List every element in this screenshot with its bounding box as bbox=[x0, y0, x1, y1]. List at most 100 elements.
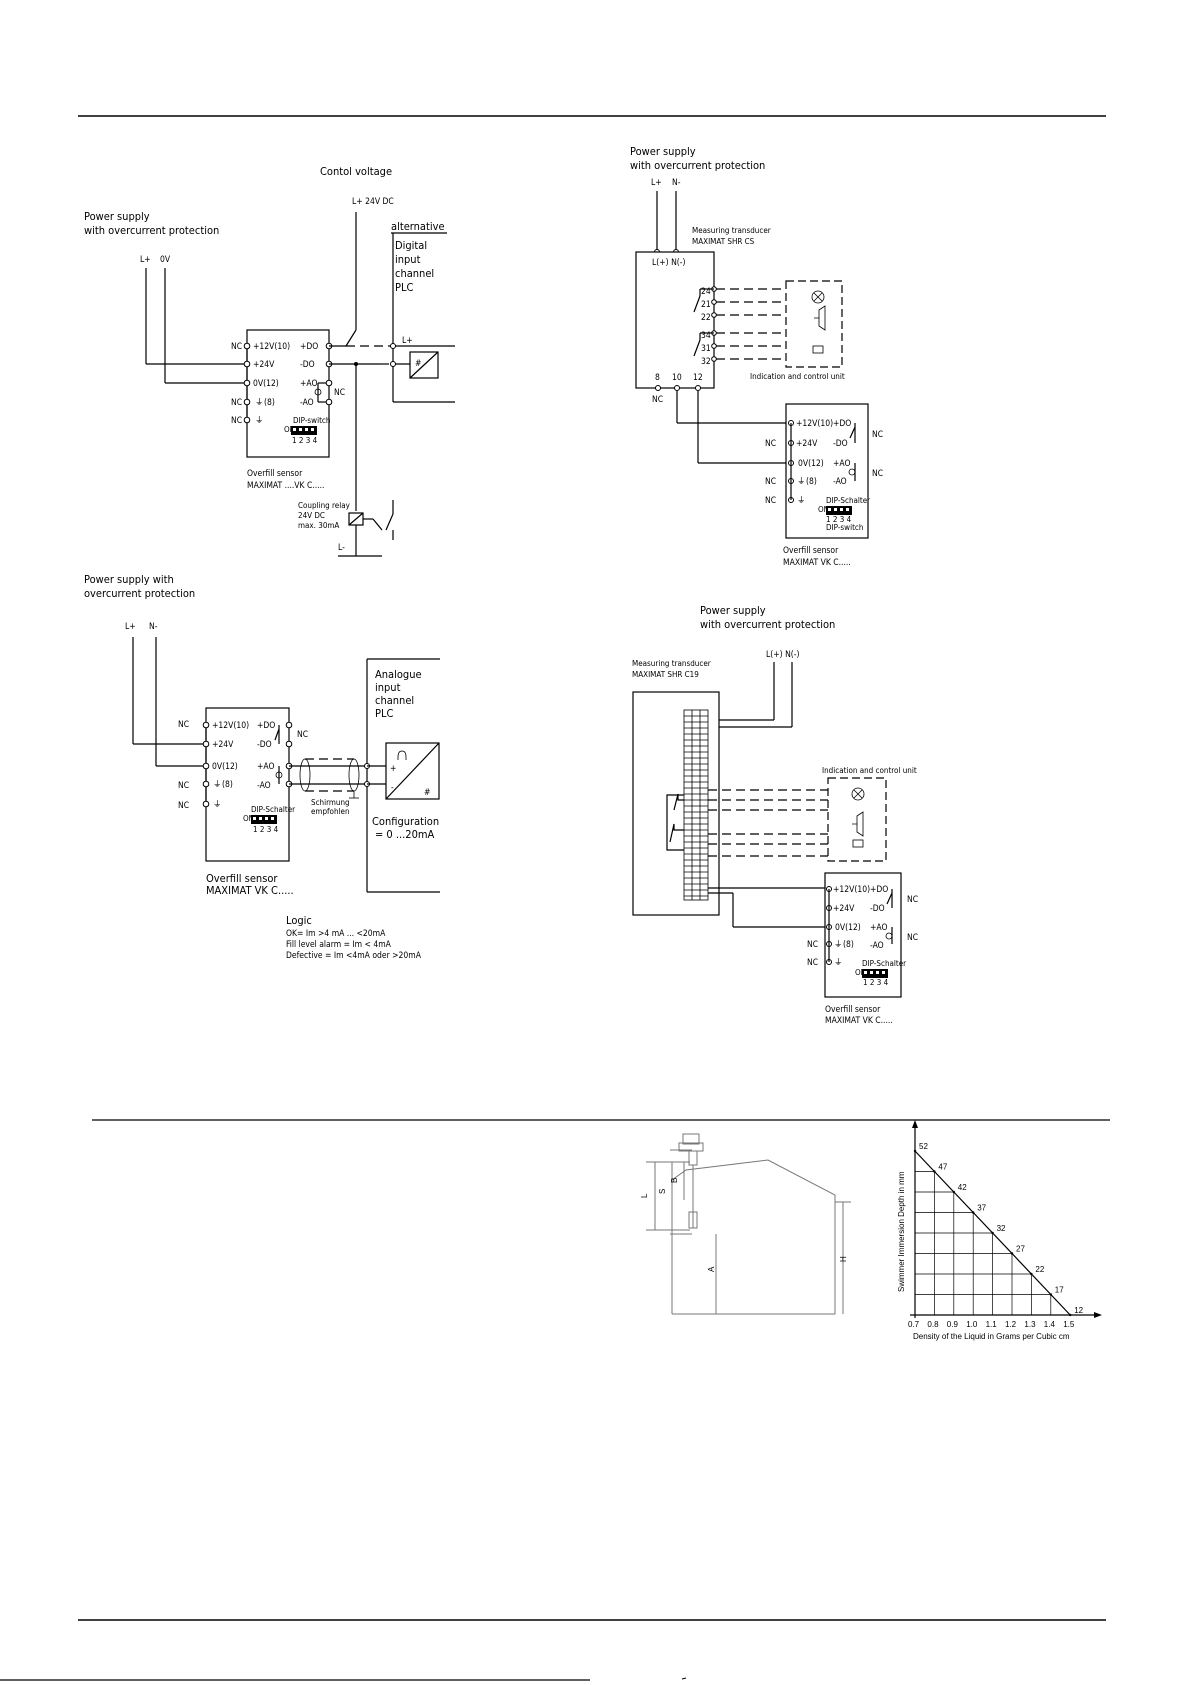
svg-text:1 2 3 4: 1 2 3 4 bbox=[253, 825, 279, 834]
svg-text:+24V: +24V bbox=[796, 439, 818, 449]
svg-text:NC: NC bbox=[907, 895, 918, 905]
svg-text:+AO: +AO bbox=[257, 762, 275, 772]
svg-text:NC: NC bbox=[178, 720, 189, 730]
svg-text:+: + bbox=[390, 764, 396, 774]
svg-text:NC: NC bbox=[872, 469, 883, 479]
svg-text:Overfill sensor: Overfill sensor bbox=[206, 872, 278, 885]
depth-value-label: 17 bbox=[1055, 1286, 1064, 1295]
svg-text:-: - bbox=[391, 783, 394, 793]
svg-text:channel: channel bbox=[375, 694, 414, 707]
svg-text:NC: NC bbox=[178, 781, 189, 791]
svg-text:DIP-switch: DIP-switch bbox=[293, 416, 330, 425]
d1-nc-3: NC bbox=[231, 416, 242, 426]
d1-sensor-line1: Overfill sensor bbox=[247, 469, 303, 479]
depth-value-label: 22 bbox=[1035, 1265, 1044, 1274]
svg-text:DIP-Schalter: DIP-Schalter bbox=[251, 805, 295, 814]
diagram-transducer-c19: Power supply with overcurrent protection… bbox=[632, 604, 918, 1026]
d1-alternative: alternative bbox=[391, 220, 445, 233]
svg-text:10: 10 bbox=[672, 373, 682, 383]
svg-text:(8): (8) bbox=[806, 477, 817, 487]
graph-x-label: Density of the Liquid in Grams per Cubic… bbox=[913, 1332, 1070, 1341]
d1-term-minus-ao: -AO bbox=[300, 398, 314, 408]
depth-value-label: 27 bbox=[1016, 1245, 1025, 1254]
data-point bbox=[913, 1149, 917, 1153]
d3-ground-icon: ⏚ bbox=[213, 780, 222, 790]
depth-value-label: 32 bbox=[997, 1224, 1006, 1233]
svg-text:1 2 3 4: 1 2 3 4 bbox=[292, 436, 318, 445]
svg-text:L+: L+ bbox=[125, 622, 136, 632]
svg-text:-AO: -AO bbox=[257, 781, 271, 791]
svg-text:DIP-Schalter: DIP-Schalter bbox=[826, 496, 870, 505]
d4-ground-icon-2: ⏚ bbox=[834, 958, 843, 968]
svg-text:+24V: +24V bbox=[212, 740, 234, 750]
d1-term-0v: 0V(12) bbox=[253, 379, 279, 389]
svg-text:-AO: -AO bbox=[870, 941, 884, 951]
svg-text:MAXIMAT VK C.....: MAXIMAT VK C..... bbox=[783, 558, 851, 568]
d2-title-line1: Power supply bbox=[630, 145, 696, 158]
x-tick-label: 1.1 bbox=[986, 1320, 998, 1329]
d4-dip-switch: DIP-Schalter ON 1 2 3 4 bbox=[855, 959, 906, 987]
d4-indication-box bbox=[827, 777, 887, 862]
x-tick-label: 1.4 bbox=[1044, 1320, 1056, 1329]
d2-dip-switch: DIP-Schalter ON 1 2 3 4 DIP-switch bbox=[818, 496, 870, 532]
svg-text:L(+) N(-): L(+) N(-) bbox=[766, 650, 800, 660]
svg-text:OK= Im >4 mA ... <20mA: OK= Im >4 mA ... <20mA bbox=[286, 929, 386, 939]
svg-text:NC: NC bbox=[178, 801, 189, 811]
svg-text:+12V(10): +12V(10) bbox=[212, 721, 249, 731]
d1-ground-icon-2: ⏚ bbox=[255, 416, 264, 426]
svg-text:1 2 3 4: 1 2 3 4 bbox=[863, 978, 889, 987]
svg-text:MAXIMAT SHR C19: MAXIMAT SHR C19 bbox=[632, 670, 699, 679]
d1-term-8: (8) bbox=[264, 398, 275, 408]
svg-text:+AO: +AO bbox=[870, 923, 888, 933]
data-point bbox=[1049, 1293, 1053, 1296]
svg-text:1 2 3 4: 1 2 3 4 bbox=[826, 515, 852, 524]
d2-horn-icon bbox=[814, 305, 826, 331]
d3-title-line2: overcurrent protection bbox=[84, 587, 195, 600]
tank-dimension-drawing: L S B A H bbox=[640, 1133, 851, 1315]
svg-text:B: B bbox=[670, 1178, 679, 1183]
svg-text:Overfill sensor: Overfill sensor bbox=[783, 546, 839, 556]
d1-nc-1: NC bbox=[231, 342, 242, 352]
svg-text:(8): (8) bbox=[222, 780, 233, 790]
x-tick-label: 0.9 bbox=[947, 1320, 959, 1329]
d1-plc-line1: Digital bbox=[395, 239, 427, 252]
d1-title-line2: with overcurrent protection bbox=[84, 224, 219, 237]
data-point bbox=[972, 1211, 975, 1214]
d1-nc-2: NC bbox=[231, 398, 242, 408]
d1-control-voltage: Contol voltage bbox=[320, 165, 392, 178]
svg-text:12: 12 bbox=[693, 373, 703, 383]
d4-terminal-strip bbox=[683, 709, 709, 901]
d3-sensor-box bbox=[205, 707, 290, 862]
svg-text:NC: NC bbox=[765, 496, 776, 506]
data-point bbox=[952, 1190, 955, 1194]
data-point bbox=[991, 1231, 994, 1235]
svg-text:S: S bbox=[658, 1189, 667, 1194]
d2-relay-terminals: 24 21 22 34 31 32 bbox=[693, 286, 717, 367]
d1-0v: 0V bbox=[160, 255, 171, 265]
svg-text:NC: NC bbox=[807, 958, 818, 968]
d1-l-plus-24v: L+ 24V DC bbox=[352, 197, 394, 207]
svg-text:0V(12): 0V(12) bbox=[798, 459, 824, 469]
d2-sensor-box bbox=[785, 403, 869, 539]
svg-text:+DO: +DO bbox=[833, 419, 851, 429]
d1-nc-4: NC bbox=[334, 388, 345, 398]
svg-text:input: input bbox=[375, 681, 401, 694]
diagram-transducer-cs: Power supply with overcurrent protection… bbox=[630, 145, 883, 568]
d2-nc-bottom: NC bbox=[652, 395, 663, 405]
d1-term-12v: +12V(10) bbox=[253, 342, 290, 352]
svg-text:NC: NC bbox=[765, 439, 776, 449]
d4-horn-icon bbox=[852, 811, 864, 837]
d2-trans-line1: Measuring transducer bbox=[692, 226, 771, 235]
d2-ground-icon-2: ⏚ bbox=[797, 496, 806, 506]
x-axis-arrow-icon bbox=[1094, 1312, 1102, 1318]
d1-relay-line2: 24V DC bbox=[298, 511, 325, 520]
d3-ground-icon-2: ⏚ bbox=[213, 800, 222, 810]
svg-text:ON: ON bbox=[243, 814, 254, 823]
d1-l-plus-right: L+ bbox=[402, 336, 413, 346]
svg-text:Logic: Logic bbox=[286, 914, 312, 927]
svg-text:+AO: +AO bbox=[833, 459, 851, 469]
depth-value-label: 37 bbox=[977, 1204, 986, 1213]
